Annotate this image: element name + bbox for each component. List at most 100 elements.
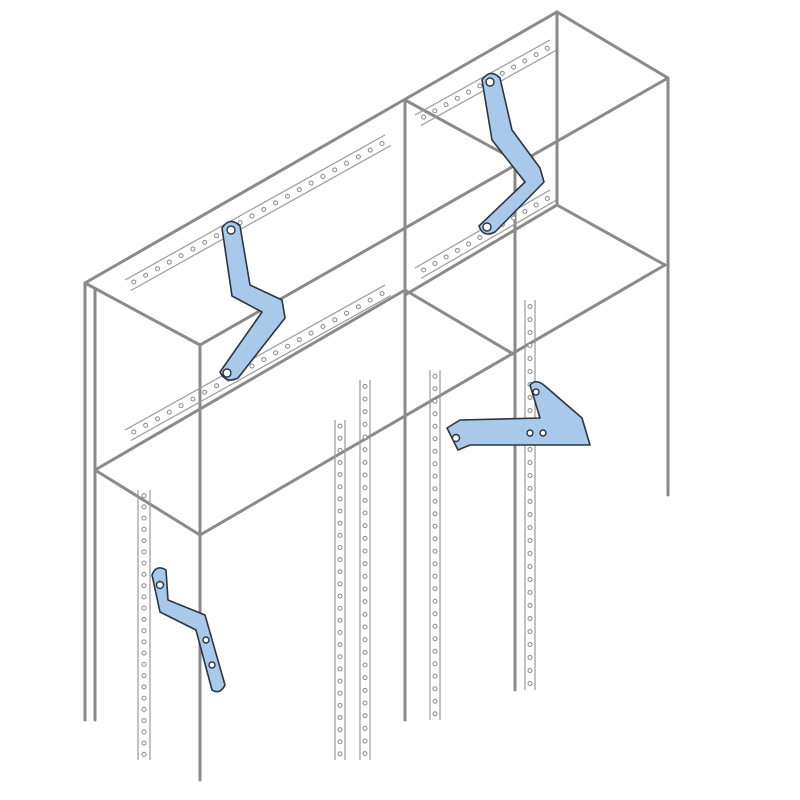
rail-hole [432,523,438,529]
frame-mid-front-edge [198,263,667,537]
rail-hole [432,698,438,704]
rail-hole [141,650,147,656]
rail-hole [432,648,438,654]
rail-hole [143,422,149,428]
rail-hole [527,551,533,556]
rail-hole [202,239,208,245]
rail-hole [141,673,147,679]
rail-hole [362,725,368,731]
rail-hole [527,577,533,582]
rail-hole [296,187,302,193]
rail-hole [432,623,438,629]
rail-hole [527,486,533,491]
rail-hole [355,304,361,310]
rail-hole [141,504,147,510]
bracket-hole [222,368,232,378]
rail-hole [432,598,438,604]
rail-hole [143,272,149,278]
rail-hole [527,655,533,660]
rail-hole [421,267,427,273]
rail-hole [432,423,438,429]
rail-hole [141,583,147,589]
bracket-hole [485,77,495,87]
rail-hole [362,713,368,719]
rail-hole [362,586,368,592]
rail-hole [432,448,438,454]
rail-hole [320,173,326,179]
rail-hole [261,206,267,212]
rail-hole [432,108,438,114]
rail-hole [178,253,184,259]
rail-hole [337,654,343,660]
rail-hole [527,460,533,465]
rail-hole [308,180,314,186]
rail-hole [367,147,373,153]
rail-hole [141,751,147,757]
rail-hole [454,95,460,101]
frame-top-left-side [83,281,202,347]
rail-hole [533,202,539,208]
mounting-rail-upper-left-bottom [124,284,392,442]
rail-hole [477,234,483,240]
rail-hole [362,662,368,668]
rail-hole [454,247,460,253]
rail-hole [443,254,449,260]
bracket-hole [208,661,216,669]
rail-hole [379,141,385,147]
rail-hole [527,343,533,348]
rail-hole [178,403,184,409]
bracket-hole [226,225,236,235]
rail-hole [141,740,147,746]
rail-hole [141,616,147,622]
rail-hole [432,473,438,479]
rail-hole [141,560,147,566]
rail-hole [337,447,343,453]
bracket-body [446,380,591,451]
rail-hole [337,581,343,587]
rail-hole [362,624,368,630]
rail-hole [362,523,368,529]
rail-hole [249,363,255,369]
rail-hole [337,496,343,502]
rail-hole [527,356,533,361]
rail-hole [362,561,368,567]
rail-hole [141,526,147,532]
rail-hole [337,593,343,599]
rail-hole [141,605,147,611]
rail-hole [432,661,438,667]
bracket-body [219,220,286,381]
rail-hole [527,642,533,647]
rail-hole [362,472,368,478]
rail-hole [362,434,368,440]
rail-hole [214,383,220,389]
rail-hole [362,649,368,655]
rail-hole [362,396,368,402]
rail-hole [337,666,343,672]
bracket-hole [482,222,492,232]
rail-hole [527,499,533,504]
bracket-hole [202,636,210,644]
rail-hole [337,460,343,465]
rail-hole [362,738,368,744]
rail-hole [362,573,368,579]
rail-hole [355,154,361,160]
rail-hole [362,497,368,503]
rail-hole [337,423,343,429]
rail-hole [362,637,368,643]
rail-hole [214,233,220,239]
rail-hole [141,628,147,634]
rail-hole [527,681,533,686]
rail-hole [527,603,533,608]
support-bracket-lower-left [151,567,226,693]
rail-hole [432,686,438,692]
rail-hole [273,350,279,356]
frame-mid-back-edge [93,288,407,472]
rail-hole [432,573,438,579]
rail-hole [166,259,172,265]
rail-hole [432,586,438,592]
rail-hole [527,629,533,634]
rail-hole [337,435,343,441]
rail-edge [420,199,557,279]
cabinet-frame [83,10,670,782]
